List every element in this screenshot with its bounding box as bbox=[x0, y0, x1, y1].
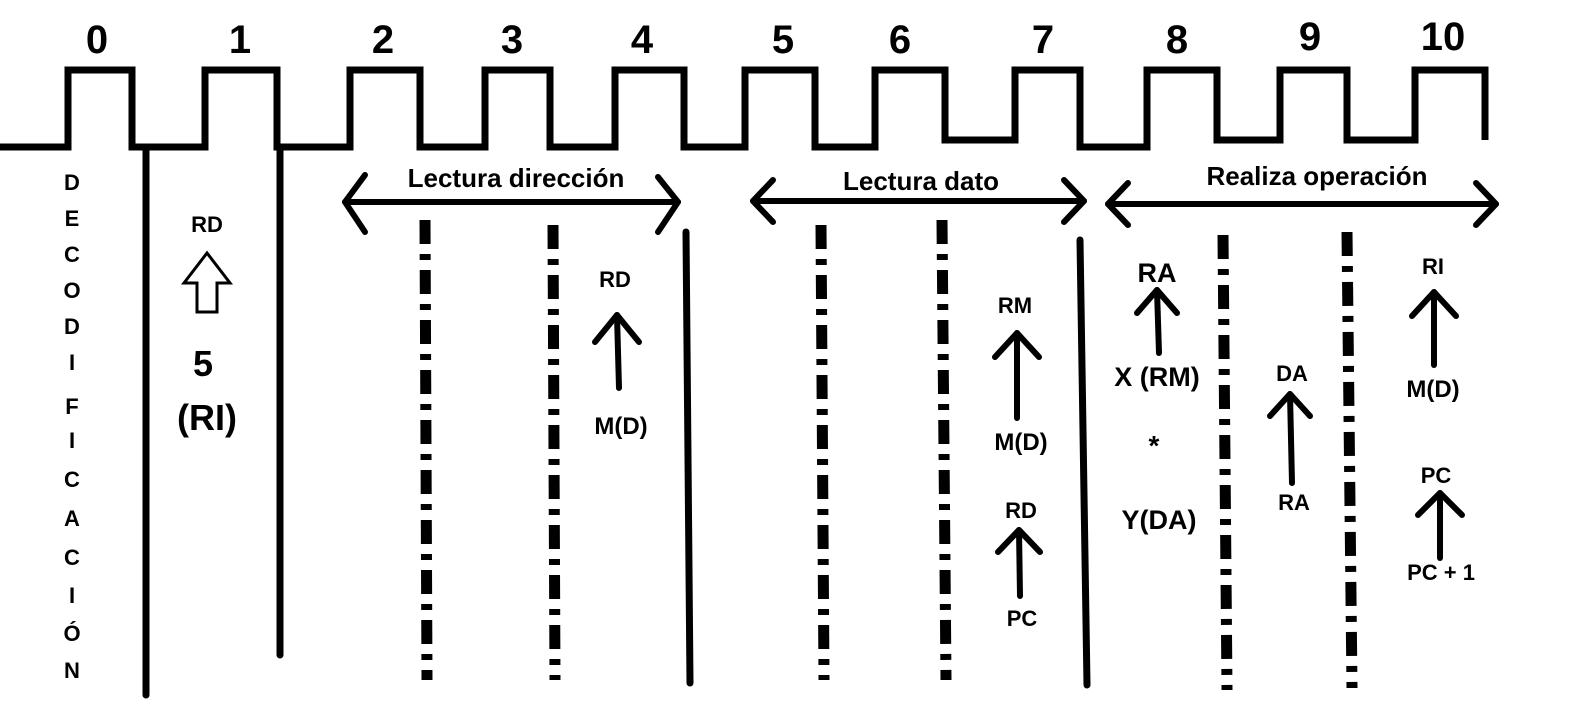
phase-label: Realiza operación bbox=[1206, 161, 1427, 191]
cycle-divider bbox=[419, 219, 433, 681]
cycle-divider bbox=[547, 224, 561, 681]
operator: * bbox=[1149, 430, 1160, 461]
cycle4-transfer: RD M(D) bbox=[592, 267, 648, 440]
register-source: (RI) bbox=[177, 397, 237, 438]
cycle-number-8: 8 bbox=[1166, 18, 1188, 62]
up-arrow-head bbox=[1415, 490, 1465, 518]
clock-signal bbox=[0, 66, 1489, 151]
decodificacion-label: D E C O D I F I C A C I Ó N bbox=[63, 170, 80, 683]
cycle-divider bbox=[1217, 234, 1233, 691]
cycle9-transfer: DA RA bbox=[1267, 361, 1313, 515]
operand-2: Y(DA) bbox=[1122, 505, 1197, 535]
cycle-number-0: 0 bbox=[86, 18, 108, 62]
phase-label: Lectura dirección bbox=[408, 163, 625, 193]
cycle7-transfer: RM M(D) RD PC bbox=[992, 293, 1048, 631]
register-source: RA bbox=[1278, 490, 1310, 515]
vertical-letter: C bbox=[64, 545, 80, 570]
arrow-head-right bbox=[1061, 177, 1087, 225]
up-arrow-head bbox=[1409, 289, 1459, 319]
phase-label: Lectura dato bbox=[843, 166, 999, 196]
cycle-number-9: 9 bbox=[1299, 15, 1321, 59]
register-dest: RA bbox=[1138, 258, 1177, 288]
arrow-head-left bbox=[342, 172, 368, 235]
vertical-letter: I bbox=[69, 428, 75, 453]
vertical-letter: C bbox=[64, 467, 80, 492]
arrow-head-right bbox=[1473, 180, 1499, 228]
vertical-letter: Ó bbox=[63, 621, 80, 646]
vertical-letter: D bbox=[64, 314, 80, 339]
cycle-divider bbox=[936, 219, 952, 681]
vertical-letter: I bbox=[69, 583, 75, 608]
separator-line bbox=[1076, 236, 1091, 689]
cycle-number-2: 2 bbox=[372, 18, 394, 62]
vertical-letter: C bbox=[64, 242, 80, 267]
vertical-letter: D bbox=[64, 170, 80, 195]
register-dest: RM bbox=[998, 293, 1032, 318]
register-dest: RD bbox=[599, 267, 631, 292]
up-arrow-icon bbox=[614, 312, 622, 391]
up-arrow-head bbox=[1134, 287, 1180, 316]
cycle-number-1: 1 bbox=[229, 18, 251, 62]
cycle10-transfer: RI M(D) PC PC + 1 bbox=[1406, 254, 1475, 585]
vertical-letter: A bbox=[64, 506, 80, 531]
vertical-letter: O bbox=[63, 278, 80, 303]
cycle-number-6: 6 bbox=[889, 18, 911, 62]
operand-1: X (RM) bbox=[1114, 362, 1199, 392]
vertical-letter: N bbox=[64, 658, 80, 683]
register-source: PC bbox=[1007, 606, 1038, 631]
register-dest: PC bbox=[1421, 463, 1452, 488]
register-dest: RD bbox=[191, 212, 223, 237]
hollow-up-arrow-icon bbox=[180, 250, 234, 314]
cycle-divider bbox=[815, 224, 830, 681]
arrow-head-left bbox=[750, 177, 776, 225]
cycle-number-4: 4 bbox=[631, 18, 654, 62]
transfer-value: 5 bbox=[193, 343, 213, 384]
operation-phase: Realiza operación bbox=[1105, 161, 1499, 228]
cycle-number-5: 5 bbox=[772, 18, 794, 62]
cycle1-transfer: RD 5 (RI) bbox=[177, 212, 237, 438]
register-dest: RD bbox=[1005, 498, 1037, 523]
data-read-phase: Lectura dato bbox=[750, 166, 1087, 225]
up-arrow-head bbox=[592, 312, 642, 345]
up-arrow-icon bbox=[1016, 527, 1023, 599]
cycle-number-10: 10 bbox=[1421, 15, 1466, 59]
up-arrow-head bbox=[1267, 391, 1313, 419]
register-source: M(D) bbox=[994, 429, 1047, 456]
cycle-number-3: 3 bbox=[501, 18, 523, 62]
up-arrow-head bbox=[995, 527, 1043, 555]
up-arrow-icon bbox=[1287, 391, 1295, 486]
register-source: PC + 1 bbox=[1407, 560, 1475, 585]
address-read-phase: Lectura dirección bbox=[342, 163, 681, 235]
register-dest: DA bbox=[1276, 361, 1308, 386]
cycle8-transfer: RA X (RM) * Y(DA) bbox=[1114, 258, 1199, 535]
register-source: M(D) bbox=[1406, 376, 1459, 403]
vertical-letter: I bbox=[69, 350, 75, 375]
arrow-head-right bbox=[655, 174, 681, 235]
register-dest: RI bbox=[1422, 254, 1444, 279]
vertical-letter: F bbox=[65, 394, 78, 419]
register-source: M(D) bbox=[594, 413, 647, 440]
up-arrow-head bbox=[992, 330, 1042, 360]
arrow-head-left bbox=[1105, 180, 1131, 228]
separator-line bbox=[682, 228, 694, 687]
vertical-letter: E bbox=[65, 206, 80, 231]
cycle-number-7: 7 bbox=[1032, 18, 1054, 62]
cycle-divider bbox=[1341, 231, 1358, 689]
up-arrow-icon bbox=[1154, 287, 1162, 356]
